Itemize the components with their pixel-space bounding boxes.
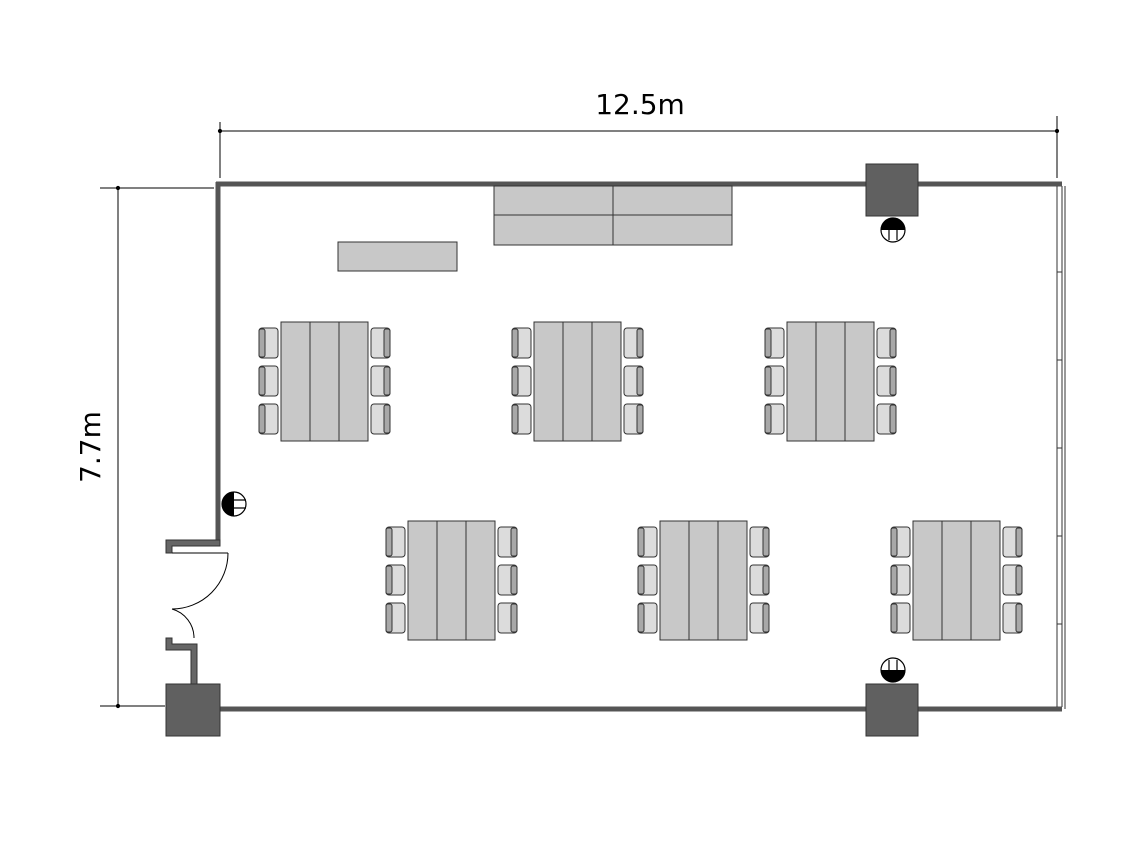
desk — [912, 520, 943, 641]
table-group — [890, 520, 1023, 641]
outlet-icon — [221, 491, 247, 517]
chair — [623, 327, 644, 359]
chair — [1002, 526, 1023, 558]
table-group — [511, 321, 644, 442]
chair — [385, 526, 406, 558]
walls — [215, 181, 1062, 712]
chair — [1002, 564, 1023, 596]
width-label: 12.5m — [595, 88, 685, 121]
chair — [370, 365, 391, 397]
chair — [637, 564, 658, 596]
desk — [815, 321, 846, 442]
chair — [497, 564, 518, 596]
chair — [764, 365, 785, 397]
chair — [511, 365, 532, 397]
side-table — [337, 241, 458, 272]
outlet-icon — [880, 217, 906, 243]
pillar-bottom-right — [865, 683, 919, 737]
chair — [623, 365, 644, 397]
chair — [497, 526, 518, 558]
desk — [562, 321, 593, 442]
chair — [385, 564, 406, 596]
table-group — [385, 520, 518, 641]
chair — [258, 365, 279, 397]
desk — [309, 321, 340, 442]
chair — [511, 403, 532, 435]
chair — [637, 602, 658, 634]
desk — [591, 321, 622, 442]
chair — [876, 403, 897, 435]
desk — [436, 520, 467, 641]
height-label: 7.7m — [74, 411, 107, 483]
door-jamb-lower — [165, 637, 198, 685]
desk — [786, 321, 817, 442]
pillar-top-right — [865, 163, 919, 217]
desk — [338, 321, 369, 442]
pillar-bottom-left — [165, 683, 221, 737]
chair — [1002, 602, 1023, 634]
table-group — [637, 520, 770, 641]
chair — [258, 403, 279, 435]
desk — [970, 520, 1001, 641]
chair — [749, 602, 770, 634]
chair — [370, 327, 391, 359]
chair — [890, 564, 911, 596]
chair — [764, 327, 785, 359]
desk — [717, 520, 748, 641]
chair — [370, 403, 391, 435]
desk — [407, 520, 438, 641]
desk — [688, 520, 719, 641]
desk — [659, 520, 690, 641]
chair — [258, 327, 279, 359]
chair — [749, 526, 770, 558]
entrance-door — [171, 552, 229, 639]
chair — [637, 526, 658, 558]
chair — [511, 327, 532, 359]
chair — [623, 403, 644, 435]
chair — [497, 602, 518, 634]
desk — [465, 520, 496, 641]
front-desk — [493, 185, 733, 246]
desk — [844, 321, 875, 442]
outlet-icon — [880, 657, 906, 683]
chair — [876, 327, 897, 359]
desk — [941, 520, 972, 641]
table-group — [764, 321, 897, 442]
chair — [876, 365, 897, 397]
chair — [890, 526, 911, 558]
chair — [890, 602, 911, 634]
door-jamb-upper — [165, 539, 221, 554]
chair — [749, 564, 770, 596]
dimension-width — [217, 116, 1060, 178]
chair — [385, 602, 406, 634]
table-groups — [258, 321, 1023, 641]
desk — [280, 321, 311, 442]
window-wall — [1056, 186, 1066, 709]
chair — [764, 403, 785, 435]
dimension-height — [100, 185, 214, 709]
desk — [533, 321, 564, 442]
table-group — [258, 321, 391, 442]
